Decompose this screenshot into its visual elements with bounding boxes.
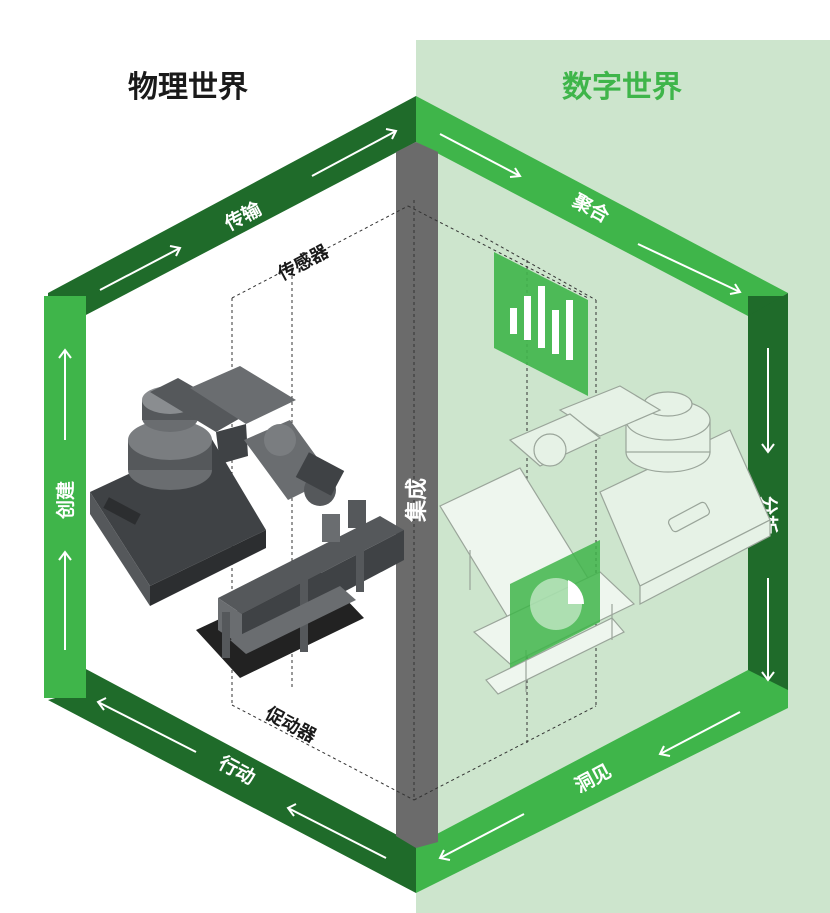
robot-arm-icon bbox=[90, 366, 345, 606]
digital-world-title: 数字世界 bbox=[562, 70, 682, 105]
conveyor-physical bbox=[196, 500, 404, 678]
edge-label-create: 创建 bbox=[54, 481, 77, 520]
actuator-label: 促动器 bbox=[261, 702, 321, 748]
robot-arm-digital bbox=[495, 385, 771, 605]
sensor-label: 传感器 bbox=[273, 240, 333, 286]
edge-insight bbox=[416, 670, 788, 893]
integration-bar bbox=[396, 142, 438, 848]
bar-chart-icon bbox=[494, 252, 588, 396]
physical-world-title: 物理世界 bbox=[128, 70, 248, 105]
arrow-icon bbox=[58, 128, 775, 861]
edge-aggregate bbox=[416, 96, 788, 316]
edge-transmit bbox=[48, 96, 416, 316]
integration-label: 集成 bbox=[404, 478, 430, 523]
pie-chart-icon bbox=[510, 540, 600, 668]
